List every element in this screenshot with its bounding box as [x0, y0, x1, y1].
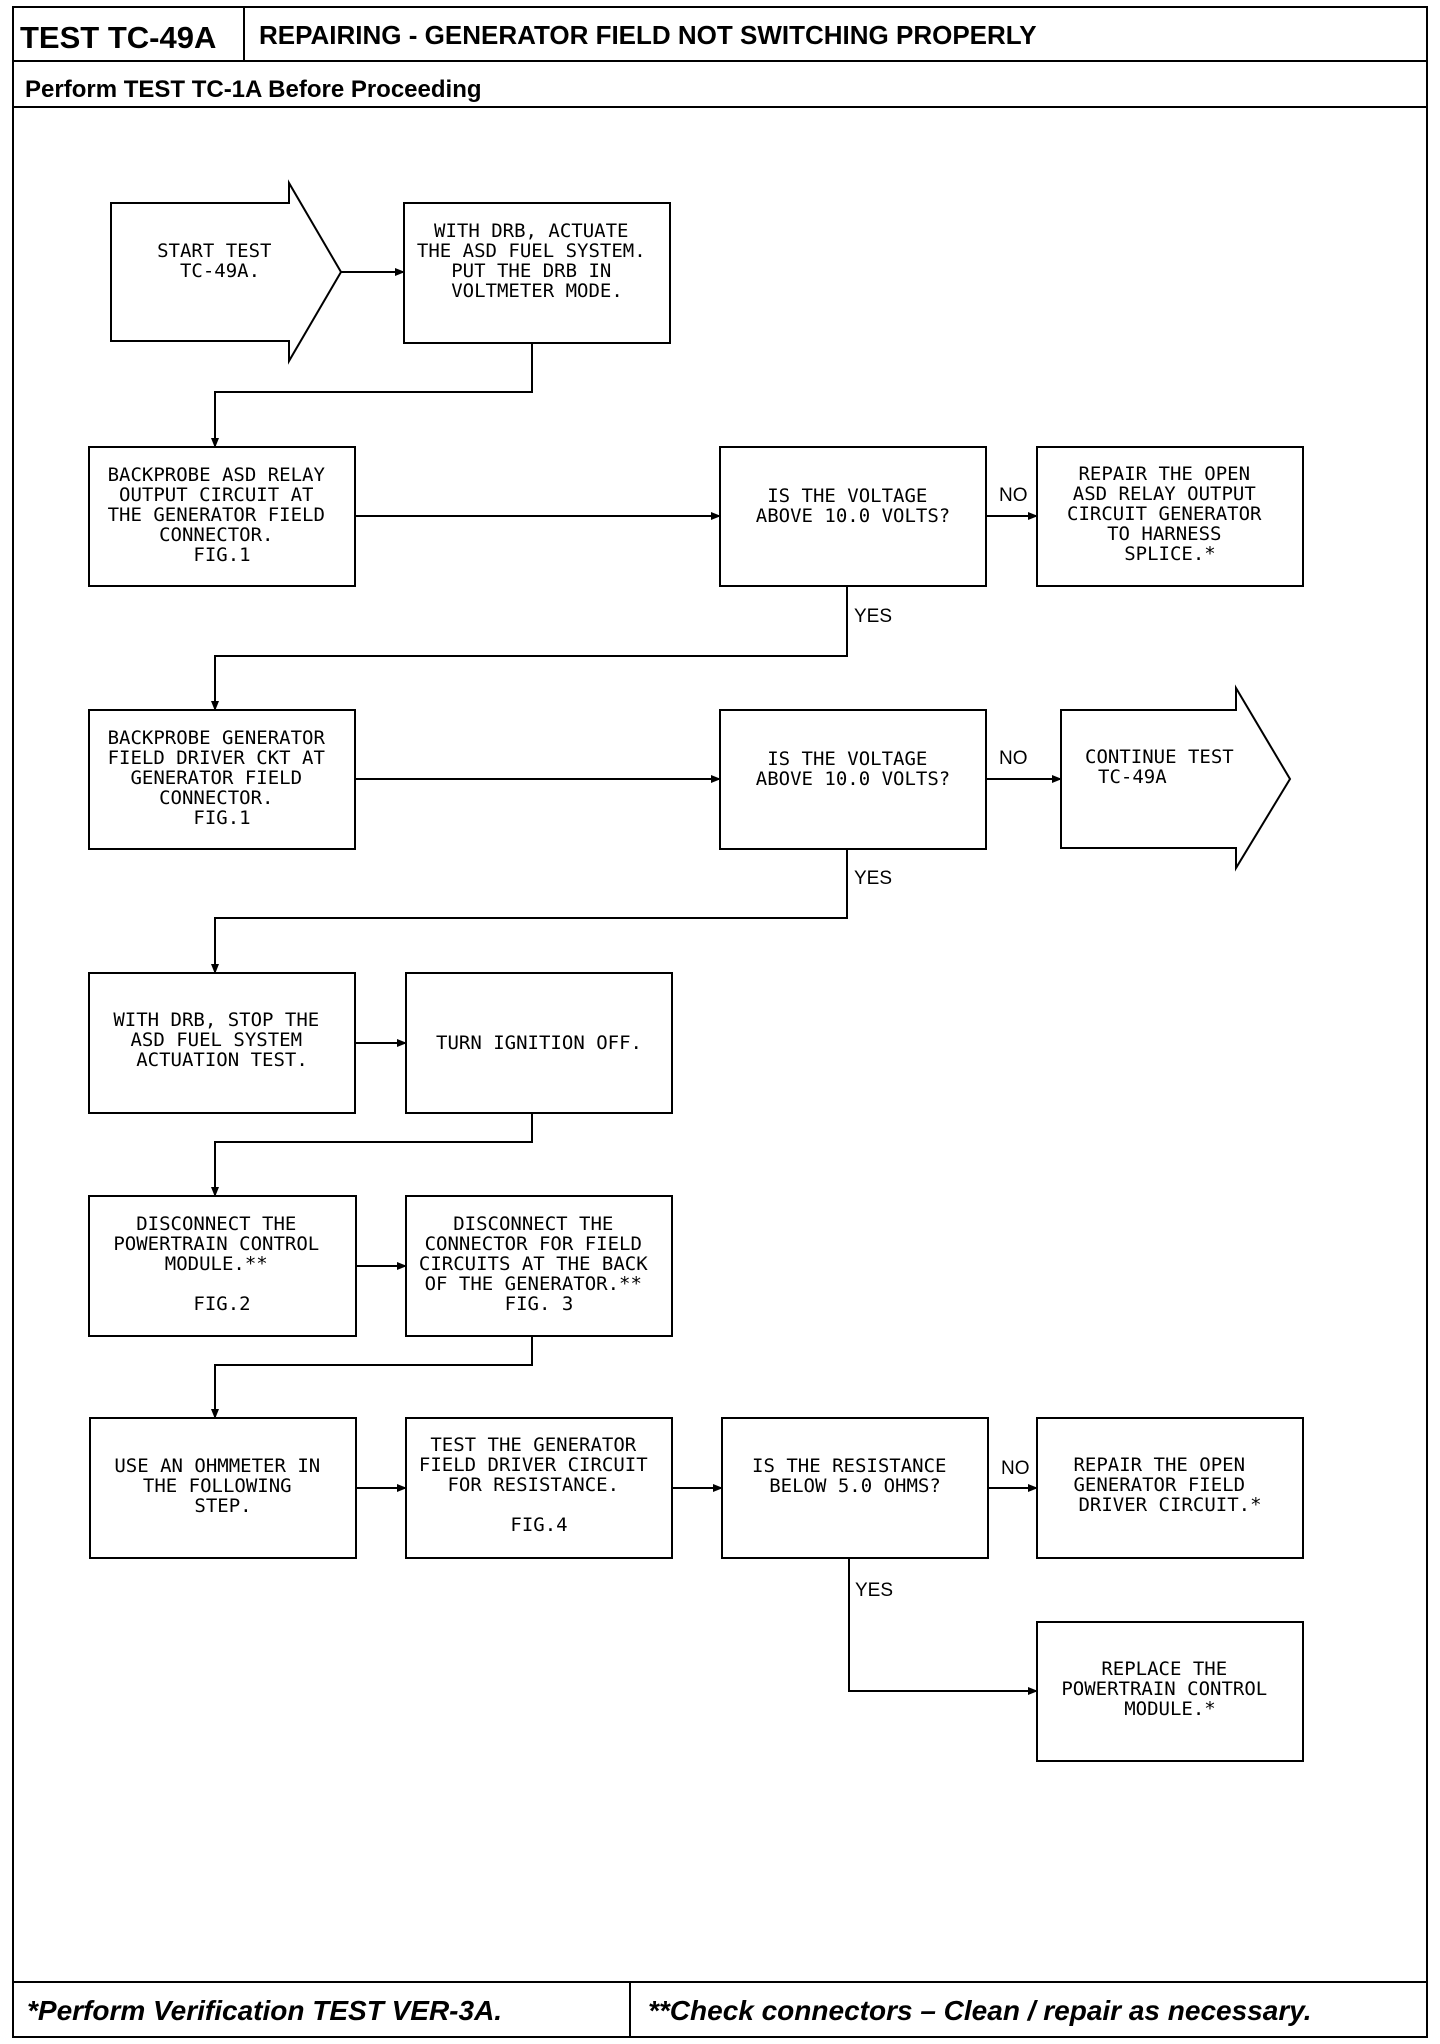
- no-label: NO: [999, 748, 1028, 769]
- yes-label: YES: [854, 868, 892, 889]
- start-arrow: [110, 179, 343, 365]
- footer-frame: [12, 1981, 1428, 2038]
- step-disconnect-field-text: DISCONNECT THE CONNECTOR FOR FIELD CIRCU…: [419, 1213, 659, 1315]
- prerequisite-note: Perform TEST TC-1A Before Proceeding: [25, 76, 482, 103]
- yes-label: YES: [854, 606, 892, 627]
- branch-labels: NO YES NO YES NO YES: [854, 485, 1030, 1601]
- footer: *Perform Verification TEST VER-3A. **Che…: [12, 1981, 1428, 2038]
- connectors: [211, 268, 1062, 1695]
- yes-label: YES: [855, 1580, 893, 1601]
- connector-arrow: [211, 343, 533, 448]
- result-repair-driver-text: REPAIR THE OPEN GENERATOR FIELD DRIVER C…: [1073, 1454, 1261, 1516]
- continue-arrow: [1060, 684, 1292, 872]
- no-label: NO: [999, 485, 1028, 506]
- decision-resistance-text: IS THE RESISTANCE BELOW 5.0 OHMS?: [752, 1455, 958, 1497]
- step-disconnect-pcm-text: DISCONNECT THE POWERTRAIN CONTROL MODULE…: [113, 1213, 330, 1315]
- connector-arrow: [211, 1336, 533, 1419]
- decision-voltage-1-text: IS THE VOLTAGE ABOVE 10.0 VOLTS?: [756, 485, 950, 527]
- step-backprobe-relay-text: BACKPROBE ASD RELAY OUTPUT CIRCUIT AT TH…: [108, 464, 337, 566]
- header: TEST TC-49A REPAIRING - GENERATOR FIELD …: [12, 6, 1428, 108]
- step-test-driver-text: TEST THE GENERATOR FIELD DRIVER CIRCUIT …: [419, 1434, 659, 1536]
- start-text: START TEST TC-49A.: [157, 240, 283, 282]
- result-continue-text: CONTINUE TEST TC-49A: [1085, 746, 1245, 788]
- footer-connectors-note: **Check connectors – Clean / repair as n…: [648, 1995, 1312, 2026]
- connector-arrow: [848, 1558, 1038, 1695]
- result-repair-relay-output-text: REPAIR THE OPEN ASD RELAY OUTPUT CIRCUIT…: [1067, 463, 1273, 565]
- flowchart: START TEST TC-49A. WITH DRB, ACTUATE THE…: [88, 179, 1304, 1762]
- decision-voltage-2-text: IS THE VOLTAGE ABOVE 10.0 VOLTS?: [756, 748, 950, 790]
- test-id: TEST TC-49A: [20, 20, 216, 55]
- step-ignition-off-text: TURN IGNITION OFF.: [436, 1032, 642, 1054]
- footer-verification-note: *Perform Verification TEST VER-3A.: [27, 1995, 502, 2026]
- connector-arrow: [211, 1113, 533, 1197]
- step-backprobe-driver-text: BACKPROBE GENERATOR FIELD DRIVER CKT AT …: [108, 727, 337, 829]
- no-label: NO: [1001, 1458, 1030, 1479]
- page-title: REPAIRING - GENERATOR FIELD NOT SWITCHIN…: [259, 20, 1037, 50]
- connector-arrow: [211, 586, 848, 711]
- step-use-ohmmeter-text: USE AN OHMMETER IN THE FOLLOWING STEP.: [114, 1455, 331, 1517]
- connector-arrow: [211, 849, 848, 974]
- step-stop-actuation-text: WITH DRB, STOP THE ASD FUEL SYSTEM ACTUA…: [113, 1009, 330, 1071]
- step-actuate-text: WITH DRB, ACTUATE THE ASD FUEL SYSTEM. P…: [417, 220, 657, 302]
- result-replace-pcm-text: REPLACE THE POWERTRAIN CONTROL MODULE.*: [1061, 1658, 1278, 1720]
